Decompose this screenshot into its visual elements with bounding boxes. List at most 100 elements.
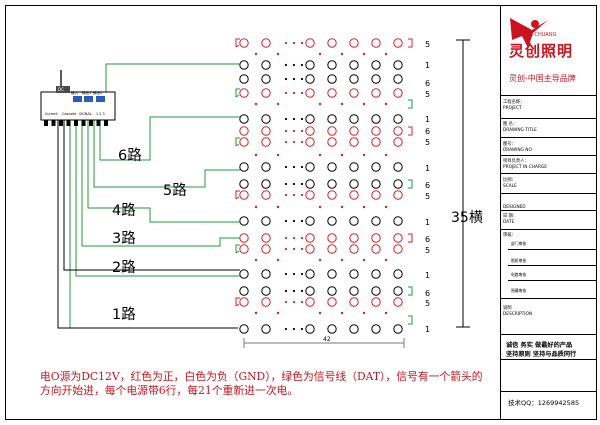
field-in-charge-cn: 项目负责人： <box>503 159 529 164</box>
led-pixel <box>305 38 315 48</box>
ellipsis-dot <box>300 91 304 95</box>
connector-dot <box>318 153 322 157</box>
led-pixel <box>327 162 337 172</box>
ellipsis-dot <box>284 129 288 133</box>
signal-wire <box>105 63 240 106</box>
antenna-port <box>56 86 70 93</box>
led-pixel <box>371 88 381 98</box>
field-designed-en: DESIGNED <box>503 205 526 210</box>
led-pixel <box>327 190 337 200</box>
led-pixel <box>305 88 315 98</box>
led-pixel <box>327 286 337 296</box>
led-pixel <box>349 162 359 172</box>
ellipsis-dot <box>284 77 288 81</box>
led-pixel <box>239 324 249 334</box>
remark-en: DESCRIPTION <box>503 312 533 317</box>
field-review-cn: 审核： <box>503 233 516 238</box>
connector-dot <box>362 52 366 56</box>
led-pixel <box>349 74 359 84</box>
led-pixel <box>349 60 359 70</box>
led-pixel <box>239 233 249 243</box>
led-pixel <box>327 244 337 254</box>
ellipsis-dot <box>300 129 304 133</box>
ellipsis-dot <box>284 236 288 240</box>
terminal-pin <box>96 120 101 126</box>
led-pixel <box>305 286 315 296</box>
ellipsis-dot <box>284 247 288 251</box>
ellipsis-dot <box>292 41 296 45</box>
led-pixel <box>327 38 337 48</box>
led-pixel <box>371 216 381 226</box>
led-pixel <box>261 297 271 307</box>
led-pixel <box>371 233 381 243</box>
brand-slogan: 灵创-中国主导品牌 <box>509 74 576 83</box>
ellipsis-dot <box>300 272 304 276</box>
led-pixel <box>239 137 249 147</box>
led-pixel <box>327 233 337 243</box>
led-pixel-grid <box>235 38 413 334</box>
review-dept: 部门审核 <box>511 241 527 246</box>
signal-arrow <box>235 38 240 48</box>
controller-bottom-label: Current <box>45 112 58 116</box>
led-pixel <box>371 324 381 334</box>
led-pixel <box>371 190 381 200</box>
led-pixel <box>349 286 359 296</box>
led-pixel <box>305 74 315 84</box>
row-number: 1 <box>425 218 431 227</box>
led-pixel <box>239 114 249 124</box>
connector-dot <box>276 52 280 56</box>
terminal-pin <box>89 120 93 126</box>
connector-dot <box>254 153 258 157</box>
led-pixel <box>371 60 381 70</box>
led-pixel <box>305 244 315 254</box>
connector-dot <box>384 102 388 106</box>
led-pixel <box>327 269 337 279</box>
brand-name: 灵创照明 <box>509 42 574 60</box>
led-pixel <box>393 269 403 279</box>
drawing-border <box>5 5 597 420</box>
led-pixel <box>327 114 337 124</box>
led-pixel <box>349 137 359 147</box>
connector-dot <box>318 205 322 209</box>
connector-dot <box>340 311 344 315</box>
led-pixel <box>239 216 249 226</box>
field-date-en: DATE <box>503 220 515 225</box>
led-pixel <box>261 38 271 48</box>
terminal-pin <box>51 120 56 126</box>
terminal-pin <box>81 120 86 126</box>
ellipsis-dot <box>292 236 296 240</box>
connector-dot <box>384 205 388 209</box>
led-pixel <box>261 179 271 189</box>
ellipsis-dot <box>284 41 288 45</box>
ellipsis-dot <box>300 327 304 331</box>
terminal-pin <box>59 120 63 126</box>
led-pixel <box>239 162 249 172</box>
brand-logo <box>510 18 548 48</box>
led-pixel <box>305 269 315 279</box>
terminal-pin <box>66 120 71 126</box>
ellipsis-dot <box>292 91 296 95</box>
row-number: 6 <box>425 181 431 190</box>
led-pixel <box>393 114 403 124</box>
connector-dot <box>318 311 322 315</box>
led-pixel <box>239 297 249 307</box>
review-circuit: 电路审核 <box>511 272 527 277</box>
led-pixel <box>239 88 249 98</box>
review-drawing: 图纸审核 <box>511 258 527 263</box>
field-project-en: PROJECT <box>503 106 522 111</box>
ellipsis-dot <box>292 129 296 133</box>
ellipsis-dot <box>300 193 304 197</box>
ellipsis-dot <box>292 219 296 223</box>
route-label-4: 4路 <box>112 203 136 219</box>
row-number: 5 <box>425 246 431 255</box>
ellipsis-dot <box>284 140 288 144</box>
led-pixel <box>305 233 315 243</box>
connector-dot <box>362 258 366 262</box>
logo-figure <box>510 18 548 48</box>
row-number: 5 <box>425 192 431 201</box>
led-pixel <box>393 324 403 334</box>
signal-wire <box>69 106 238 329</box>
led-pixel <box>327 88 337 98</box>
connector-dot <box>384 153 388 157</box>
signal-wire <box>99 106 240 161</box>
